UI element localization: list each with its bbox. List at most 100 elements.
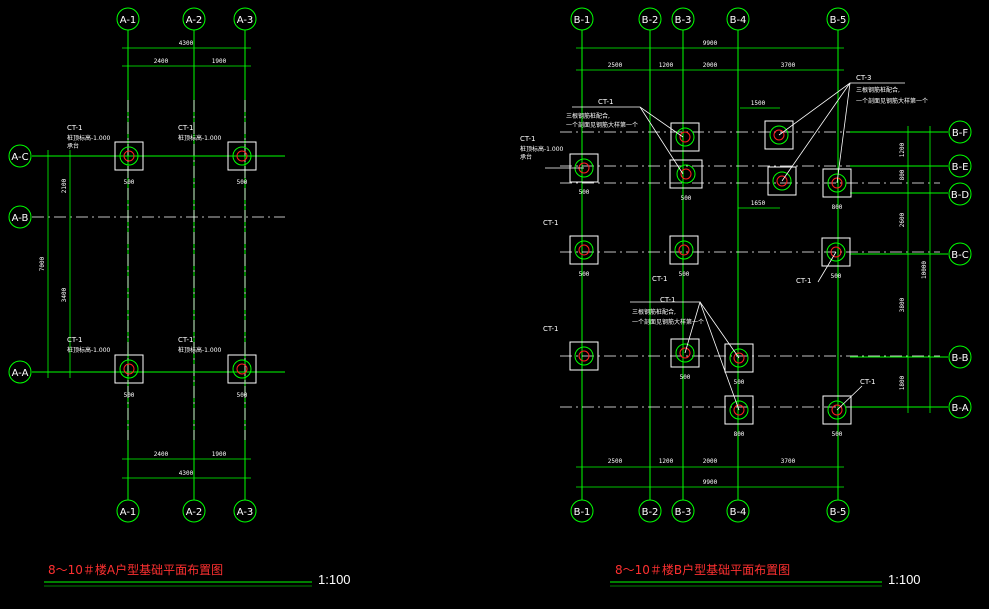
column-circle: [574, 346, 594, 366]
footing-tag: CT-1: [178, 124, 194, 132]
plan-b-footings: 500 500 800 500 500 500 500 500 800 500: [569, 120, 852, 438]
axis-label-b2-bottom: B-2: [642, 507, 659, 518]
pile-circle: [679, 347, 691, 359]
footing-outline: [670, 338, 700, 368]
pile-circle: [680, 168, 692, 180]
footing-dim: 500: [734, 379, 745, 386]
axis-label-a3-bottom: A-3: [237, 507, 254, 518]
axis-label-be: B-E: [952, 162, 969, 173]
pile-circle: [776, 175, 788, 187]
column-circle: [827, 400, 847, 420]
plan-b: B-1 B-2 B-3 B-4 B-5 B-1 B-2 B-3 B-4 B-5: [520, 7, 972, 587]
plan-a-axis-bubbles-left: A-C A-B A-A: [8, 144, 32, 384]
plan-b-axis-bubbles-top: B-1 B-2 B-3 B-4 B-5: [570, 7, 850, 31]
pile-circle: [830, 246, 842, 258]
axis-bubble: [638, 7, 662, 31]
footing: 500: [114, 141, 144, 186]
footing-tag: CT-1: [860, 378, 876, 386]
dim-bottom-part: 1200: [659, 458, 674, 465]
column-circle: [232, 146, 252, 166]
footing-outline: [821, 237, 851, 267]
plan-a-scale: 1:100: [318, 572, 351, 587]
footing-note: 一个剖面见钢筋大样第一个: [566, 121, 638, 129]
axis-bubble: [826, 7, 850, 31]
axis-label-a2-bottom: A-2: [186, 507, 203, 518]
plan-a-title: 8～10＃楼A户型基础平面布置图: [48, 562, 223, 577]
plan-a-axis-bubbles-bottom: A-1 A-2 A-3: [116, 499, 257, 523]
footing-outline: [767, 166, 797, 196]
dim-misc: 1500: [751, 100, 766, 107]
footing-tag: CT-1: [520, 135, 536, 143]
plan-a-tags: CT-1 桩顶标高-1.000 承台 CT-1 桩顶标高-1.000 CT-1 …: [67, 124, 222, 354]
axis-label-bd: B-D: [951, 190, 969, 201]
column-circle: [826, 242, 846, 262]
footing: 500: [822, 395, 852, 438]
footing-note: 承台: [520, 153, 532, 161]
footing-outline: [569, 235, 599, 265]
leader-line: [639, 106, 684, 175]
axis-label-ac: A-C: [11, 152, 28, 163]
footing-note: 三根钢筋桩配合,: [566, 112, 610, 120]
pile-circle: [578, 350, 590, 362]
footing-dim: 500: [237, 392, 248, 399]
footing-tag: CT-1: [543, 219, 559, 227]
pile-circle: [123, 150, 135, 162]
footing-dim: 500: [681, 195, 692, 202]
pile-circle: [236, 363, 248, 375]
footing-note: 承台: [67, 142, 79, 150]
dim-bottom-part: 1900: [212, 451, 227, 458]
plan-b-dims-top: [576, 47, 844, 71]
footing-outline: [669, 235, 699, 265]
axis-bubble: [116, 499, 140, 523]
leader-line: [699, 301, 740, 411]
axis-label-bf: B-F: [952, 128, 968, 139]
footing-outline: [569, 341, 599, 371]
plan-a-axis-lines: [32, 30, 285, 500]
footing-outline: [227, 354, 257, 384]
footing-outline: [114, 354, 144, 384]
pile-circle: [123, 363, 135, 375]
footing-dim: 500: [579, 189, 590, 196]
footing-tag: CT-1: [67, 124, 83, 132]
dim-misc: 1650: [751, 200, 766, 207]
column-circle: [232, 359, 252, 379]
axis-bubble: [570, 7, 594, 31]
footing-outline: [669, 159, 703, 189]
axis-bubble: [671, 499, 695, 523]
footing-dim: 500: [832, 431, 843, 438]
footing: 800: [822, 168, 852, 211]
pile-circle: [578, 244, 590, 256]
plan-b-tags: CT-1 三根钢筋桩配合, 一个剖面见钢筋大样第一个 CT-1 桩顶标高-1.0…: [520, 74, 928, 386]
dim-bottom-total: 9900: [703, 479, 718, 486]
axis-bubble: [116, 7, 140, 31]
axis-label-b5-bottom: B-5: [830, 507, 847, 518]
axis-label-a1-bottom: A-1: [120, 507, 137, 518]
footing-outline: [227, 141, 257, 171]
column-circle: [729, 400, 749, 420]
axis-label-b3: B-3: [675, 15, 692, 26]
axis-bubble: [726, 499, 750, 523]
axis-bubble: [233, 7, 257, 31]
footing: [569, 341, 599, 371]
column-circle: [675, 127, 695, 147]
axis-label-b4: B-4: [730, 15, 747, 26]
dim-top-total: 9900: [703, 40, 718, 47]
footing-dim: 500: [579, 271, 590, 278]
column-circle: [676, 164, 696, 184]
plan-a-axis-bubbles-top: A-1 A-2 A-3: [116, 7, 257, 31]
dim-top-total: 4300: [179, 40, 194, 47]
footing-tag: CT-1: [543, 325, 559, 333]
axis-label-a2: A-2: [186, 15, 203, 26]
footing-note: 三根钢筋桩配合,: [632, 308, 676, 316]
dim-bottom-total: 4300: [179, 470, 194, 477]
footing-outline: [764, 120, 794, 150]
plan-b-axis-bubbles-right: B-F B-E B-D B-C B-B B-A: [948, 120, 972, 419]
axis-label-b1: B-1: [574, 15, 591, 26]
column-circle: [574, 240, 594, 260]
plan-a-dims-bottom: [122, 458, 251, 479]
footing-note: 一个剖面见钢筋大样第一个: [632, 318, 704, 326]
footing-note: 三根钢筋桩配合,: [856, 86, 900, 94]
footing-note: 桩顶标高-1.000: [520, 145, 564, 153]
footing: [670, 122, 700, 152]
